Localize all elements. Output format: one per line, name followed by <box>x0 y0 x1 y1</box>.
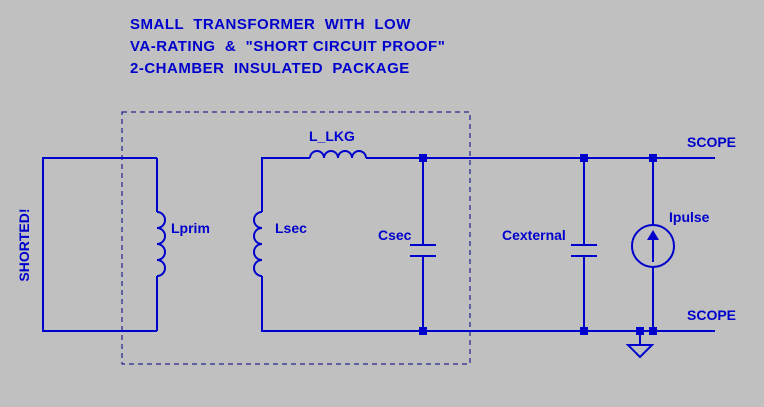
lprim-label: Lprim <box>171 220 210 236</box>
junction-dot <box>636 327 644 335</box>
ipulse-current-source-icon <box>631 224 675 268</box>
cexternal-label: Cexternal <box>502 227 566 243</box>
scope-bottom-label: SCOPE <box>687 307 736 323</box>
junction-dot <box>649 154 657 162</box>
ground-icon <box>625 344 655 359</box>
title-line-1: SMALL TRANSFORMER WITH LOW <box>130 16 411 33</box>
csec-label: Csec <box>378 227 412 243</box>
primary-shorted-loop <box>42 157 158 332</box>
junction-dots <box>419 154 657 335</box>
l-lkg-coil-icon <box>309 150 367 159</box>
junction-dot <box>419 154 427 162</box>
junction-dot <box>580 154 588 162</box>
ipulse-label: Ipulse <box>669 209 710 225</box>
shorted-label: SHORTED! <box>16 208 32 281</box>
title-line-2: VA-RATING & "SHORT CIRCUIT PROOF" <box>130 38 446 55</box>
lsec-label: Lsec <box>275 220 307 236</box>
secondary-wiring <box>261 157 715 345</box>
junction-dot <box>580 327 588 335</box>
lsec-coil-icon <box>253 211 263 277</box>
package-outline <box>121 111 471 365</box>
l-lkg-label: L_LKG <box>309 128 355 144</box>
lprim-coil-icon <box>156 211 166 277</box>
junction-dot <box>649 327 657 335</box>
scope-top-label: SCOPE <box>687 134 736 150</box>
junction-dot <box>419 327 427 335</box>
title-line-3: 2-CHAMBER INSULATED PACKAGE <box>130 60 410 77</box>
